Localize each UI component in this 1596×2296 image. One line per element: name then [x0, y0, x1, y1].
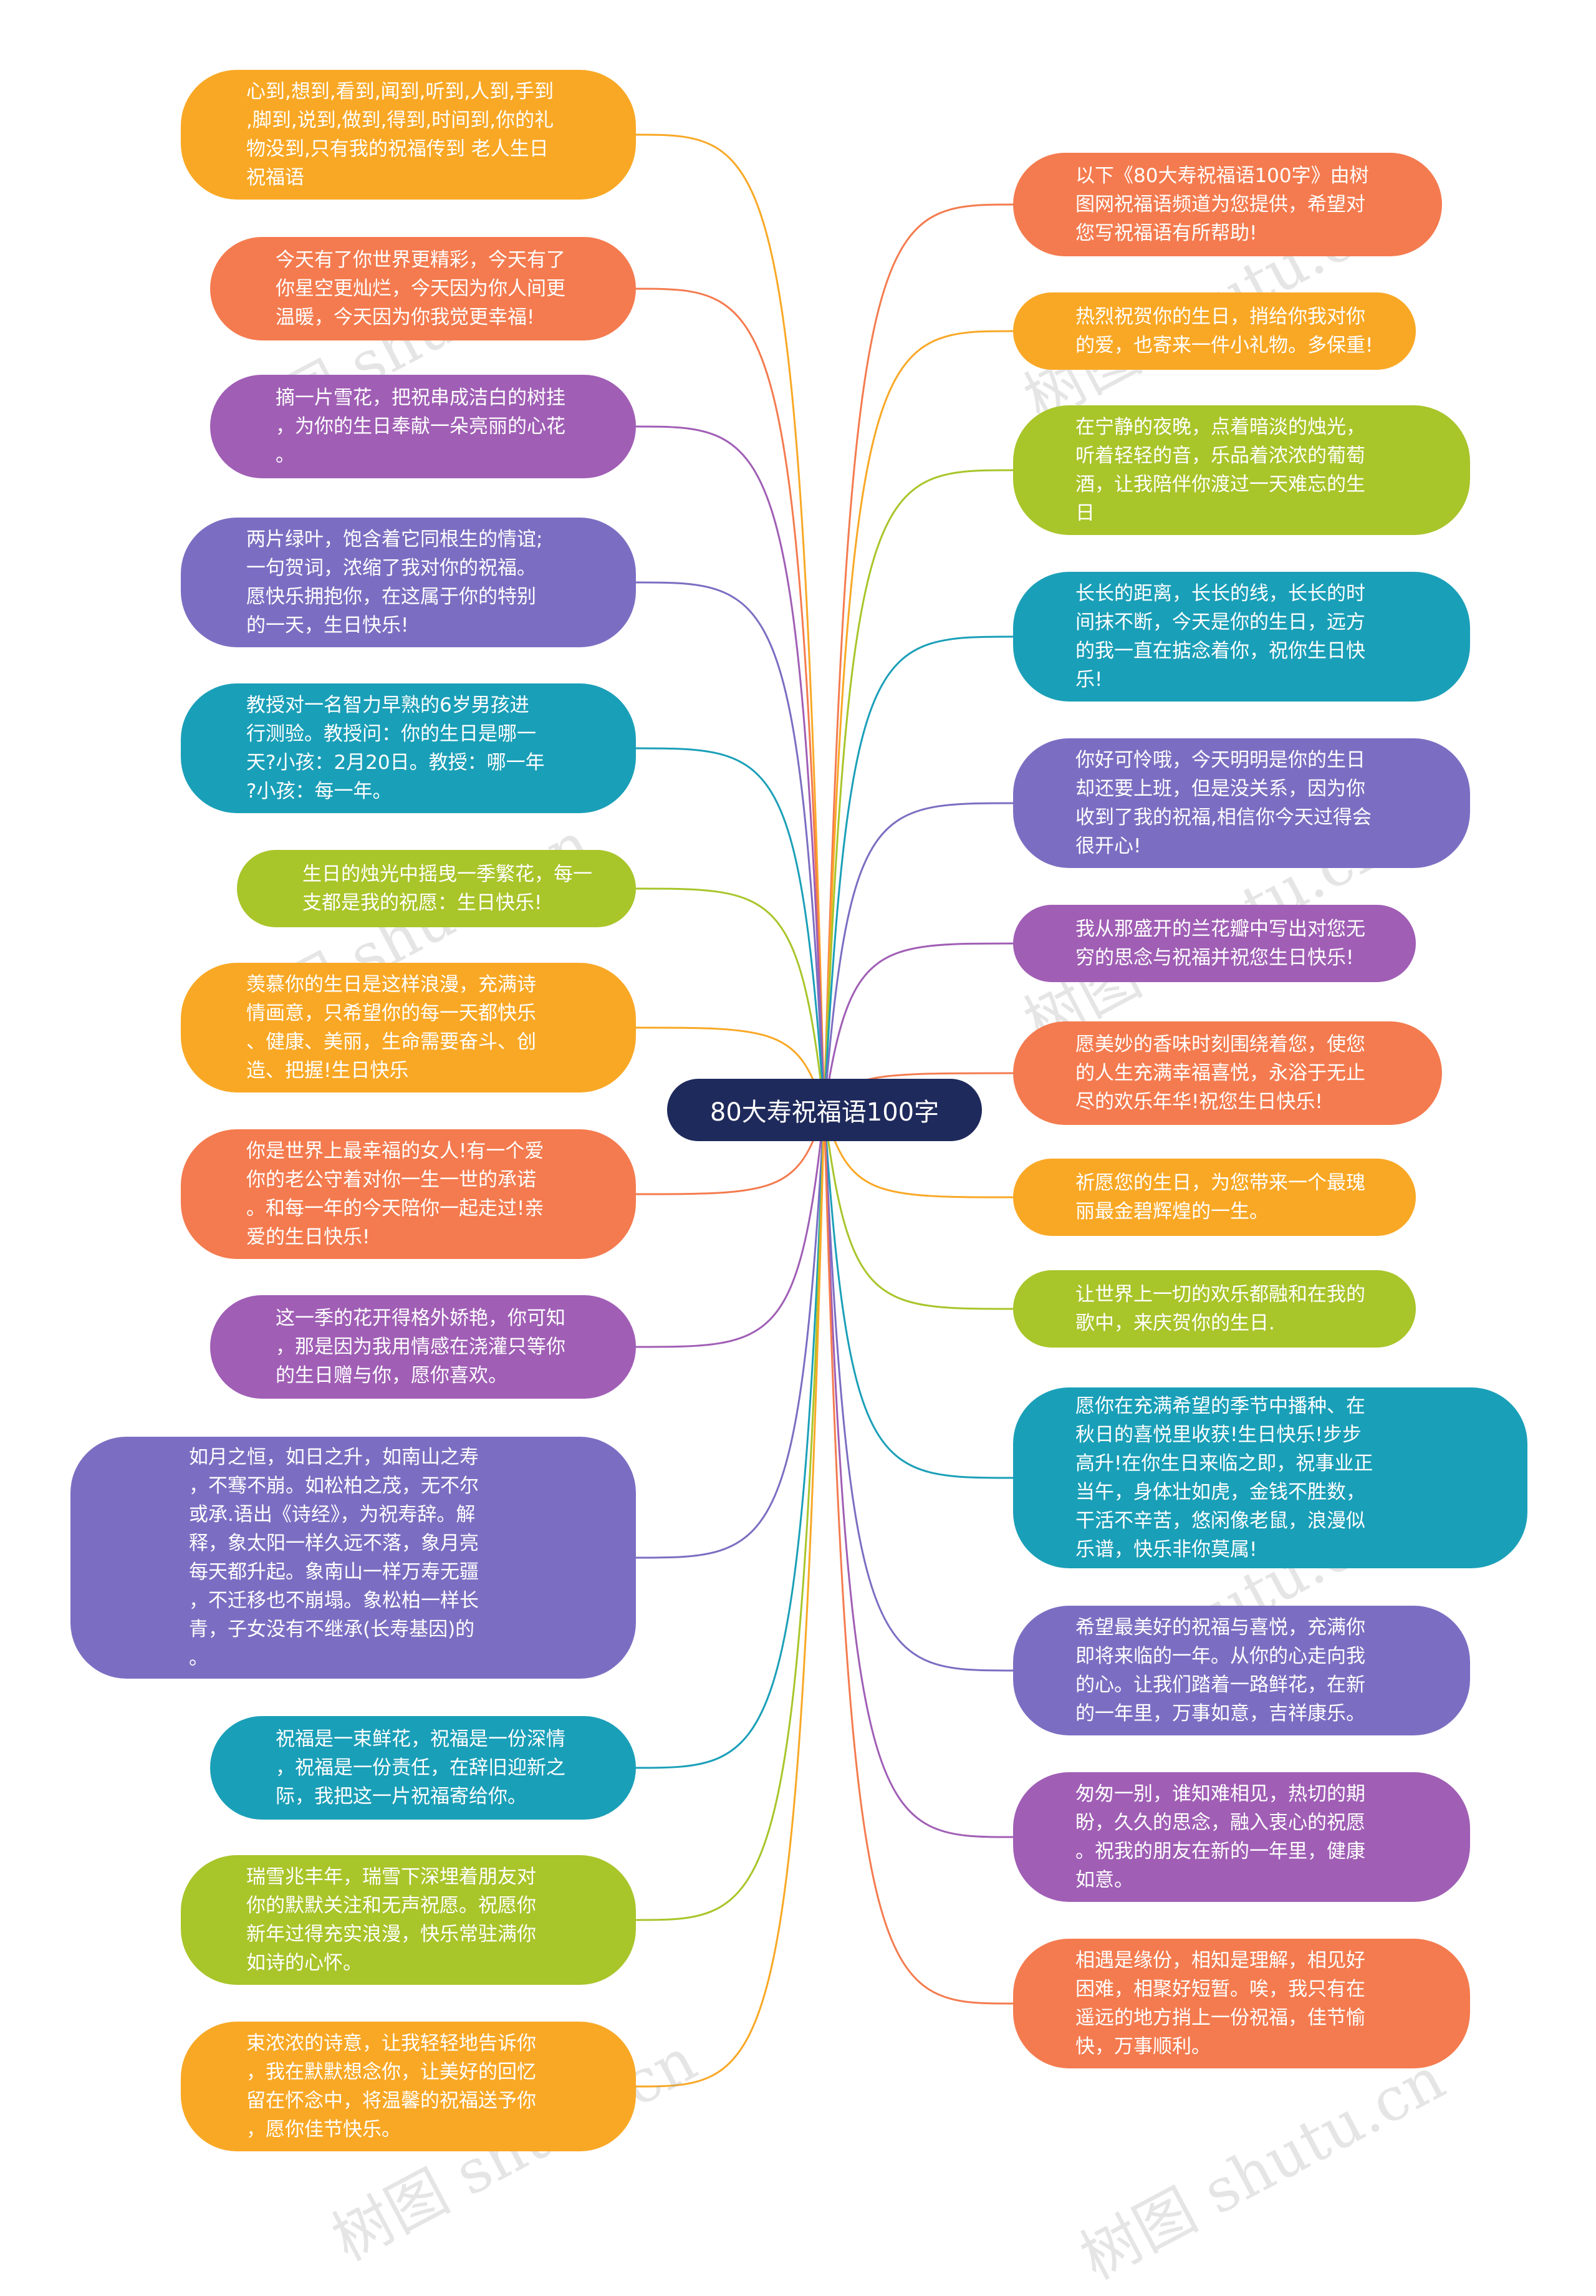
right-branch-text: 愿你在充满希望的季节中播种、在 秋日的喜悦里收获!生日快乐!步步 高升!在你生日…	[1075, 1395, 1373, 1561]
left-branch-text: 今天有了你世界更精彩，今天有了 你星空更灿烂，今天因为你人间更 温暖，今天因为你…	[276, 249, 565, 329]
right-branch-node[interactable]: 热烈祝贺你的生日，捎给你我对你 的爱，也寄来一件小礼物。多保重!	[1013, 292, 1416, 370]
root-topic-label: 80大寿祝福语100字	[709, 1098, 940, 1127]
connector-line	[823, 635, 1014, 1111]
connector-line	[635, 133, 825, 1111]
right-branch-node[interactable]: 相遇是缘份，相知是理解，相见好 困难，相聚好短暂。唉，我只有在 遥远的地方捎上一…	[1013, 1939, 1470, 2068]
right-branch-text: 我从那盛开的兰花瓣中写出对您无 穷的思念与祝福并祝您生日快乐!	[1075, 918, 1365, 969]
left-branch-node[interactable]: 教授对一名智力早熟的6岁男孩进 行测验。教授问：你的生日是哪一 天?小孩：2月2…	[181, 683, 636, 813]
left-branch-node[interactable]: 祝福是一束鲜花，祝福是一份深情 ，祝福是一份责任，在辞旧迎新之 际，我把这一片祝…	[210, 1716, 636, 1820]
right-branch-text: 希望最美好的祝福与喜悦，充满你 即将来临的一年。从你的心走向我 的心。让我们踏着…	[1075, 1616, 1365, 1725]
left-branch-text: 摘一片雪花，把祝串成洁白的树挂 ，为你的生日奉献一朵亮丽的心花 。	[276, 387, 565, 466]
right-branch-node[interactable]: 愿你在充满希望的季节中播种、在 秋日的喜悦里收获!生日快乐!步步 高升!在你生日…	[1013, 1387, 1527, 1568]
right-branch-node[interactable]: 祈愿您的生日，为您带来一个最瑰 丽最金碧辉煌的一生。	[1013, 1159, 1416, 1236]
connector-line	[635, 287, 825, 1111]
left-branch-text: 生日的烛光中摇曳一季繁花，每一 支都是我的祝愿：生日快乐!	[302, 863, 592, 914]
connector-line	[823, 1109, 1014, 2005]
connector-line	[635, 1109, 825, 1921]
left-branch-node[interactable]: 你是世界上最幸福的女人!有一个爱 你的老公守着对你一生一世的承诺 。和每一年的今…	[181, 1129, 636, 1259]
root-topic[interactable]: 80大寿祝福语100字	[667, 1079, 982, 1141]
connector-line	[635, 1109, 825, 1559]
connector-line	[635, 747, 825, 1111]
left-branch-text: 羡慕你的生日是这样浪漫，充满诗 情画意，只希望你的每一天都快乐 、健康、美丽，生…	[246, 973, 536, 1082]
right-branch-node[interactable]: 你好可怜哦，今天明明是你的生日 却还要上班，但是没关系，因为你 收到了我的祝福,…	[1013, 738, 1470, 868]
connector-line	[635, 887, 825, 1111]
right-branch-text: 让世界上一切的欢乐都融和在我的 歌中，来庆贺你的生日.	[1075, 1283, 1365, 1334]
right-branch-text: 匆匆一别，谁知难相见，热切的期 盼，久久的思念，融入衷心的祝愿 。祝我的朋友在新…	[1075, 1783, 1365, 1891]
right-branch-node[interactable]: 我从那盛开的兰花瓣中写出对您无 穷的思念与祝福并祝您生日快乐!	[1013, 905, 1416, 982]
right-branch-node[interactable]: 以下《80大寿祝福语100字》由树 图网祝福语频道为您提供，希望对 您写祝福语有…	[1013, 153, 1442, 256]
right-branch-node[interactable]: 希望最美好的祝福与喜悦，充满你 即将来临的一年。从你的心走向我 的心。让我们踏着…	[1013, 1606, 1470, 1735]
left-branch-text: 束浓浓的诗意，让我轻轻地告诉你 ，我在默默想念你，让美好的回忆 留在怀念中，将温…	[246, 2032, 536, 2141]
connector-line	[823, 1109, 1014, 1838]
connector-line	[823, 330, 1014, 1111]
left-branch-text: 你是世界上最幸福的女人!有一个爱 你的老公守着对你一生一世的承诺 。和每一年的今…	[246, 1140, 544, 1248]
left-branch-node[interactable]: 这一季的花开得格外娇艳，你可知 ，那是因为我用情感在浇灌只等你 的生日赠与你，愿…	[210, 1295, 636, 1399]
right-branch-text: 长长的距离，长长的线，长长的时 间抹不断，今天是你的生日，远方 的我一直在掂念着…	[1075, 582, 1365, 691]
right-branch-node[interactable]: 愿美妙的香味时刻围绕着您，使您 的人生充满幸福喜悦，永浴于无止 尽的欢乐年华!祝…	[1013, 1021, 1442, 1125]
right-branch-text: 在宁静的夜晚，点着暗淡的烛光， 听着轻轻的音，乐品着浓浓的葡萄 酒，让我陪伴你渡…	[1075, 416, 1365, 524]
connector-line	[823, 203, 1014, 1111]
connector-line	[823, 1109, 1014, 1310]
left-branch-text: 瑞雪兆丰年，瑞雪下深埋着朋友对 你的默默关注和无声祝愿。祝愿你 新年过得充实浪漫…	[246, 1866, 536, 1974]
connector-line	[635, 425, 825, 1111]
left-branch-node[interactable]: 今天有了你世界更精彩，今天有了 你星空更灿烂，今天因为你人间更 温暖，今天因为你…	[210, 237, 636, 340]
connector-line	[823, 1109, 1014, 1479]
left-branch-node[interactable]: 生日的烛光中摇曳一季繁花，每一 支都是我的祝愿：生日快乐!	[237, 850, 636, 927]
right-branch-node[interactable]: 在宁静的夜晚，点着暗淡的烛光， 听着轻轻的音，乐品着浓浓的葡萄 酒，让我陪伴你渡…	[1013, 405, 1470, 535]
right-branch-text: 热烈祝贺你的生日，捎给你我对你 的爱，也寄来一件小礼物。多保重!	[1075, 306, 1373, 357]
right-branch-node[interactable]: 让世界上一切的欢乐都融和在我的 歌中，来庆贺你的生日.	[1013, 1270, 1416, 1348]
right-branch-text: 愿美妙的香味时刻围绕着您，使您 的人生充满幸福喜悦，永浴于无止 尽的欢乐年华!祝…	[1075, 1033, 1365, 1113]
left-branch-text: 祝福是一束鲜花，祝福是一份深情 ，祝福是一份责任，在辞旧迎新之 际，我把这一片祝…	[276, 1728, 565, 1808]
connector-line	[823, 802, 1014, 1111]
right-branch-node[interactable]: 长长的距离，长长的线，长长的时 间抹不断，今天是你的生日，远方 的我一直在掂念着…	[1013, 572, 1470, 702]
connector-line	[635, 1109, 825, 1348]
connector-lines	[635, 133, 1014, 2088]
connector-line	[823, 1109, 1014, 1672]
right-branch-text: 你好可怜哦，今天明明是你的生日 却还要上班，但是没关系，因为你 收到了我的祝福,…	[1075, 749, 1372, 857]
right-branch-text: 相遇是缘份，相知是理解，相见好 困难，相聚好短暂。唉，我只有在 遥远的地方捎上一…	[1075, 1949, 1365, 2058]
left-branch-text: 两片绿叶，饱含着它同根生的情谊; 一句贺词，浓缩了我对你的祝福。 愿快乐拥抱你，…	[246, 528, 543, 637]
left-branch-text: 这一季的花开得格外娇艳，你可知 ，那是因为我用情感在浇灌只等你 的生日赠与你，愿…	[276, 1307, 565, 1387]
left-branch-node[interactable]: 如月之恒，如日之升，如南山之寿 ，不骞不崩。如松柏之茂，无不尔 或承.语出《诗经…	[70, 1437, 636, 1679]
left-branch-text: 心到,想到,看到,闻到,听到,人到,手到 ,脚到,说到,做到,得到,时间到,你的…	[246, 80, 554, 189]
connector-line	[635, 1109, 825, 2088]
right-branch-node[interactable]: 匆匆一别，谁知难相见，热切的期 盼，久久的思念，融入衷心的祝愿 。祝我的朋友在新…	[1013, 1772, 1470, 1902]
connector-line	[823, 469, 1014, 1111]
connector-line	[635, 1109, 825, 1769]
connector-line	[823, 942, 1014, 1111]
left-branch-node[interactable]: 心到,想到,看到,闻到,听到,人到,手到 ,脚到,说到,做到,得到,时间到,你的…	[181, 70, 636, 200]
left-branch-node[interactable]: 羡慕你的生日是这样浪漫，充满诗 情画意，只希望你的每一天都快乐 、健康、美丽，生…	[181, 963, 636, 1093]
connector-line	[635, 581, 825, 1111]
right-branch-text: 以下《80大寿祝福语100字》由树 图网祝福语频道为您提供，希望对 您写祝福语有…	[1075, 165, 1369, 244]
left-branch-node[interactable]: 摘一片雪花，把祝串成洁白的树挂 ，为你的生日奉献一朵亮丽的心花 。	[210, 375, 636, 478]
left-branch-text: 如月之恒，如日之升，如南山之寿 ，不骞不崩。如松柏之茂，无不尔 或承.语出《诗经…	[189, 1446, 479, 1669]
left-branch-node[interactable]: 两片绿叶，饱含着它同根生的情谊; 一句贺词，浓缩了我对你的祝福。 愿快乐拥抱你，…	[181, 518, 636, 647]
left-branch-node[interactable]: 瑞雪兆丰年，瑞雪下深埋着朋友对 你的默默关注和无声祝愿。祝愿你 新年过得充实浪漫…	[181, 1855, 636, 1985]
left-branch-node[interactable]: 束浓浓的诗意，让我轻轻地告诉你 ，我在默默想念你，让美好的回忆 留在怀念中，将温…	[181, 2022, 636, 2151]
left-branch-text: 教授对一名智力早熟的6岁男孩进 行测验。教授问：你的生日是哪一 天?小孩：2月2…	[246, 694, 545, 803]
right-branch-text: 祈愿您的生日，为您带来一个最瑰 丽最金碧辉煌的一生。	[1075, 1172, 1365, 1223]
